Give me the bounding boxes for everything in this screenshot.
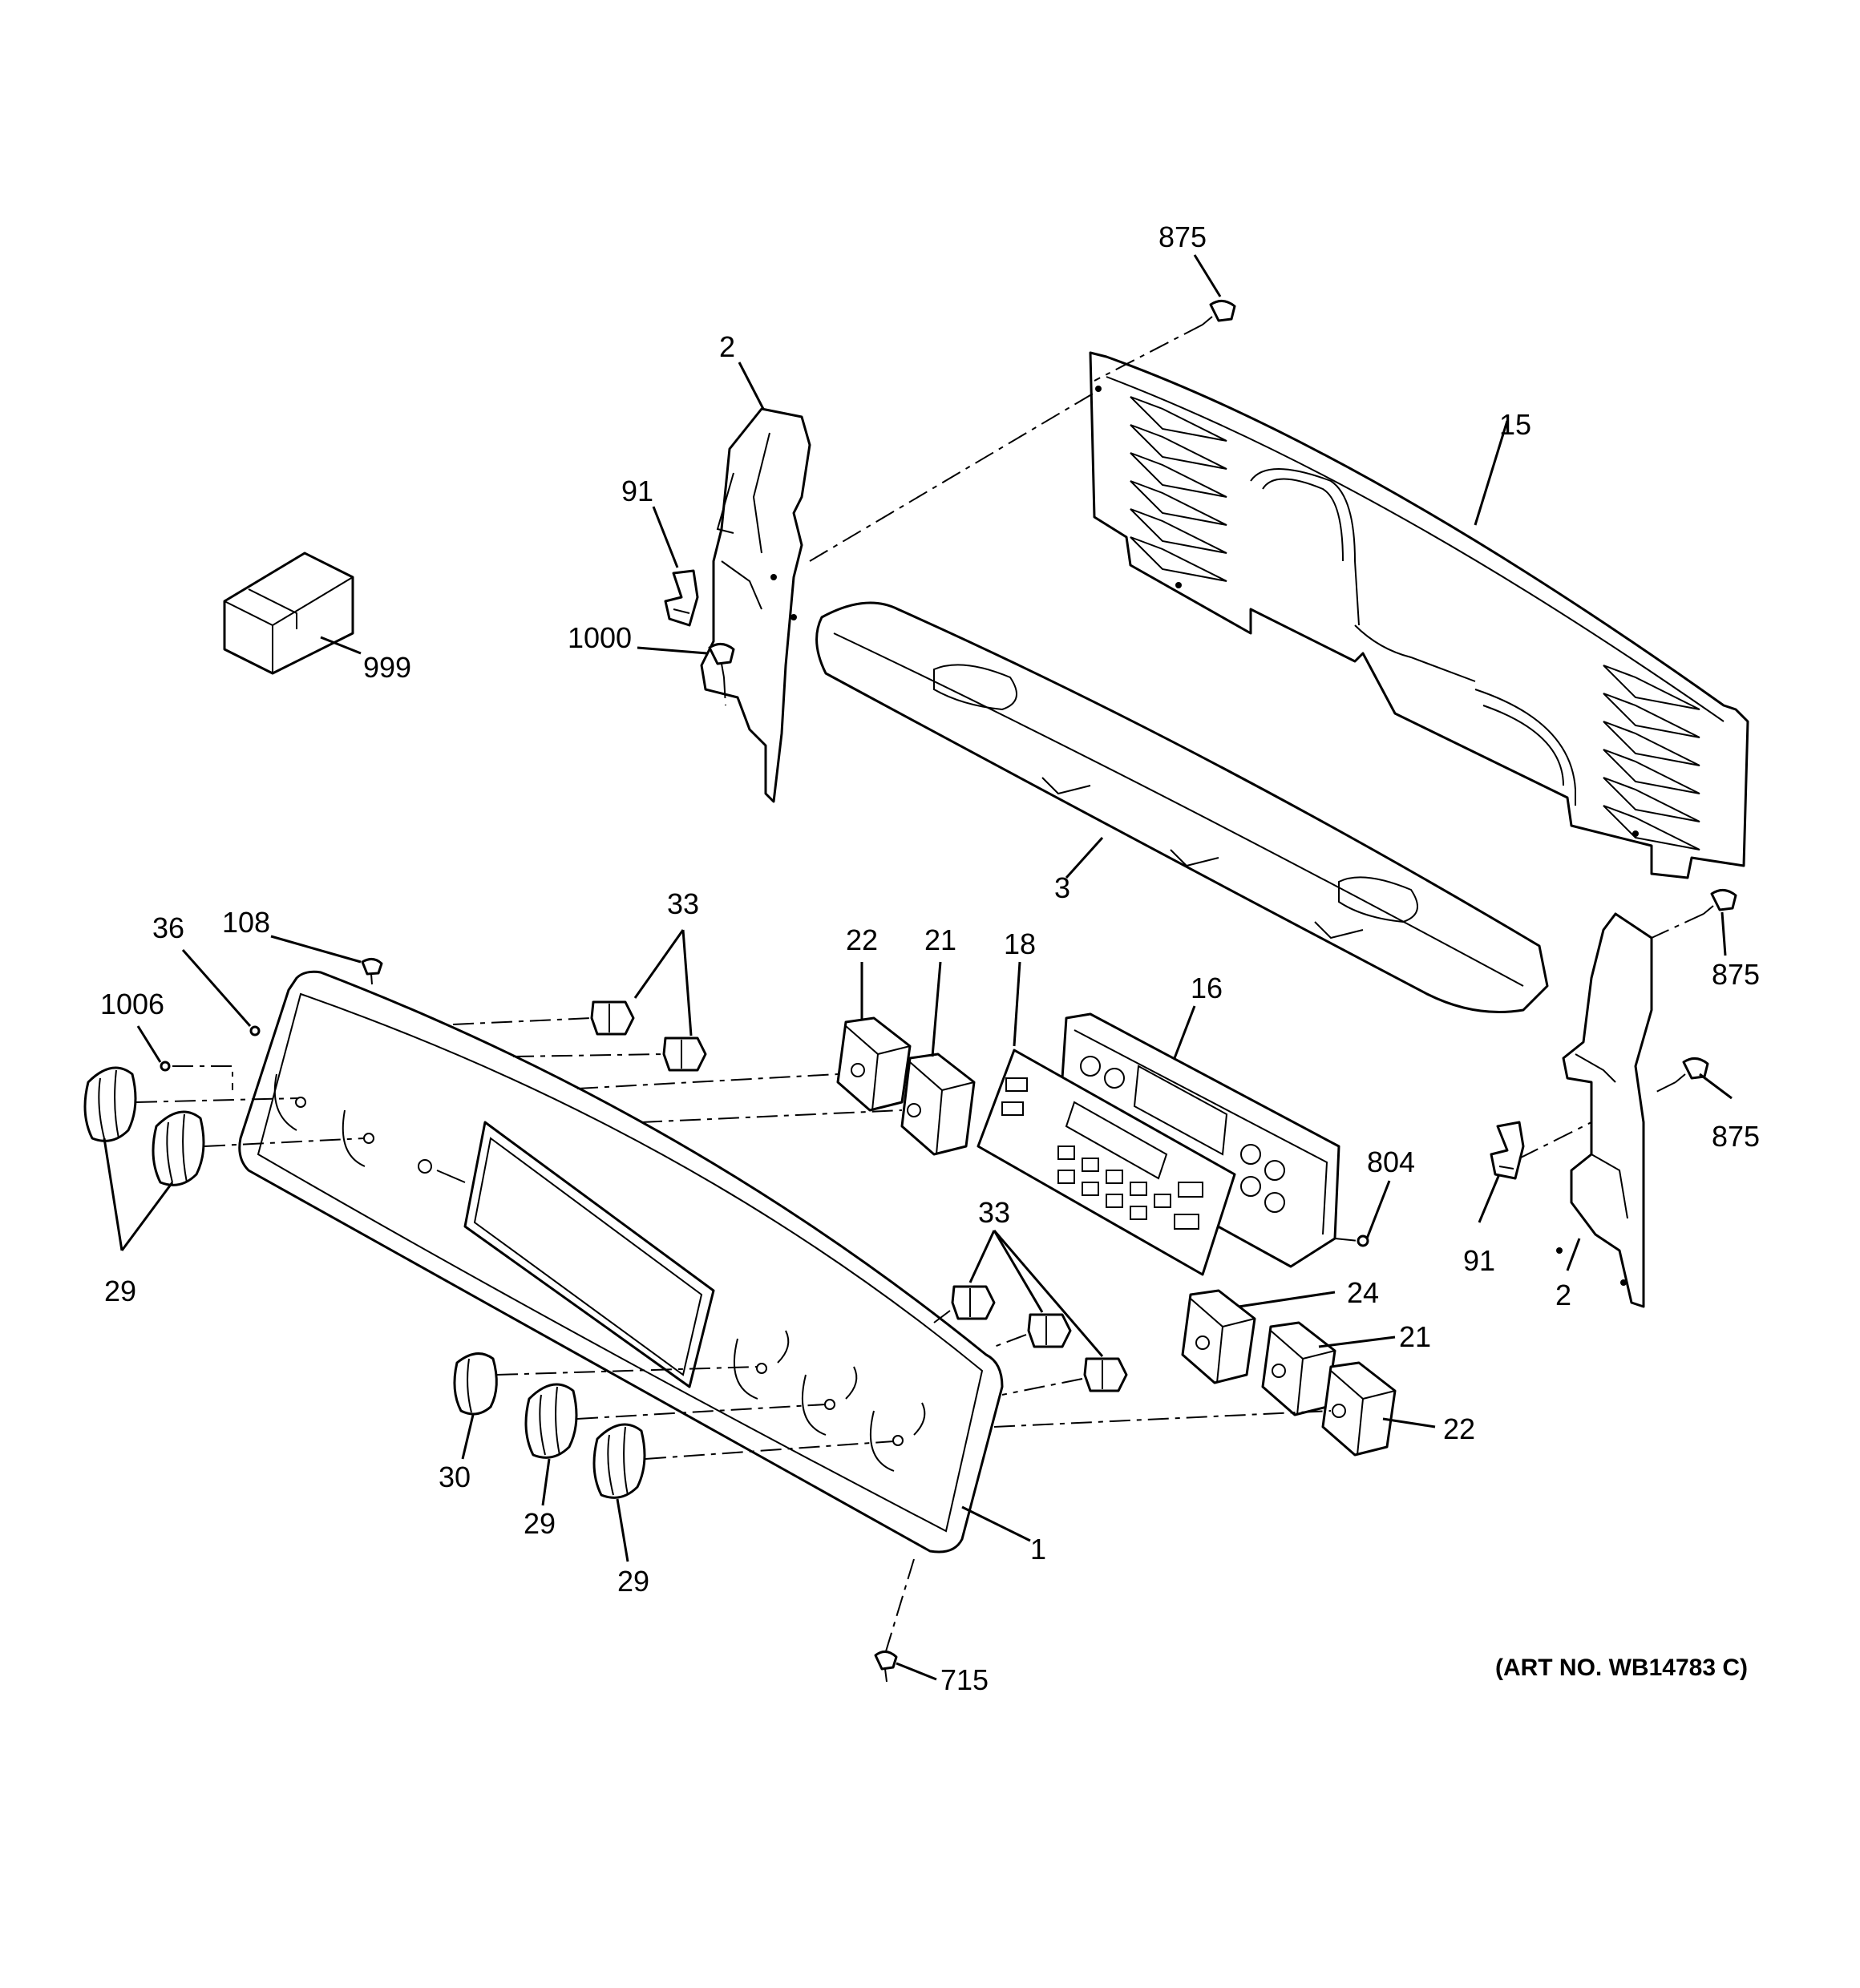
part-36-pin: [249, 1025, 261, 1036]
callout-1: 1: [1030, 1533, 1046, 1566]
part-33-switch-bottom-2: [1027, 1313, 1072, 1348]
callout-33-bottom: 33: [978, 1196, 1010, 1229]
control-panel-knob-positions: [273, 1073, 926, 1472]
callout-875-mid: 875: [1712, 958, 1760, 991]
art-number: (ART NO. WB14783 C): [1495, 1655, 1748, 1681]
part-91-left-clip: [664, 569, 699, 627]
callout-29-bottom: 29: [617, 1565, 649, 1598]
callout-715: 715: [940, 1663, 989, 1696]
screw-715: [874, 1651, 898, 1683]
callout-108: 108: [222, 906, 270, 939]
callout-29-mid: 29: [524, 1507, 556, 1540]
callout-804: 804: [1367, 1146, 1415, 1178]
part-21-infinite-switch-top: [900, 1053, 976, 1156]
callout-30: 30: [439, 1461, 471, 1493]
callout-21-top: 21: [924, 923, 956, 956]
part-24-infinite-switch: [1181, 1289, 1256, 1384]
part-22-infinite-switch-bottom: [1321, 1361, 1397, 1457]
part-999-parts-box: [223, 552, 354, 675]
part-2-left-side-bracket: [700, 407, 811, 803]
part-29-knob-left-2: [152, 1110, 205, 1186]
callout-3: 3: [1054, 871, 1070, 904]
part-15-rear-panel: [1089, 351, 1749, 879]
part-29-knob-left-1: [83, 1066, 137, 1142]
control-panel-badge: [418, 1159, 466, 1183]
callout-91-left: 91: [621, 475, 653, 507]
part-33-switch-bottom-3: [1083, 1357, 1128, 1392]
callout-21-bottom: 21: [1399, 1320, 1431, 1353]
screw-108: [361, 958, 383, 985]
screw-875-mid: [1703, 889, 1737, 915]
screw-875-low: [1675, 1057, 1709, 1083]
callout-1000: 1000: [568, 621, 632, 654]
part-29-knob-bottom: [592, 1423, 646, 1499]
callout-875-low: 875: [1712, 1120, 1760, 1153]
part-33-switch-bottom-1: [951, 1285, 996, 1320]
part-33-switch-top-1: [590, 1000, 635, 1036]
part-1-control-panel: [238, 970, 1004, 1554]
callout-29-left: 29: [104, 1275, 136, 1307]
callout-22-bottom: 22: [1443, 1412, 1475, 1445]
callout-2-right: 2: [1555, 1279, 1571, 1311]
part-3-vent-trim: [815, 601, 1549, 1013]
callout-22-top: 22: [846, 923, 878, 956]
part-91-right-clip: [1490, 1121, 1525, 1180]
callout-1006: 1006: [100, 988, 164, 1020]
part-29-knob-middle: [524, 1383, 578, 1459]
assembly-lines: [135, 324, 1704, 1652]
leader-lines: [103, 254, 1733, 1681]
callout-18: 18: [1004, 927, 1036, 960]
callout-999: 999: [363, 651, 411, 684]
callout-16: 16: [1191, 972, 1223, 1004]
part-1006-pin: [160, 1061, 171, 1072]
callout-33-top: 33: [667, 887, 699, 920]
rear-panel-louvers-left: [1130, 396, 1227, 582]
part-2-right-side-bracket: [1556, 912, 1653, 1308]
part-22-infinite-switch-top: [836, 1016, 912, 1112]
part-33-switch-top-2: [662, 1036, 707, 1072]
touchpad-keys: [1001, 1077, 1203, 1230]
callout-24: 24: [1347, 1276, 1379, 1309]
part-21-infinite-switch-bottom: [1261, 1321, 1336, 1416]
callout-36: 36: [152, 911, 184, 944]
screw-875-top: [1202, 300, 1236, 325]
callout-labels: 875 2 15 91 999 1000 3 36 108 33 22 21 1…: [100, 220, 1760, 1696]
screw-1000: [708, 643, 735, 678]
rear-panel-louvers-right: [1603, 665, 1700, 851]
screw-804: [1357, 1234, 1369, 1247]
part-18-touchpad-overlay: [976, 1049, 1236, 1276]
callout-91-right: 91: [1463, 1244, 1495, 1277]
part-30-knob: [453, 1352, 498, 1416]
callout-15: 15: [1499, 408, 1531, 441]
callout-2-left: 2: [719, 330, 735, 363]
callout-875-top: 875: [1158, 220, 1207, 253]
